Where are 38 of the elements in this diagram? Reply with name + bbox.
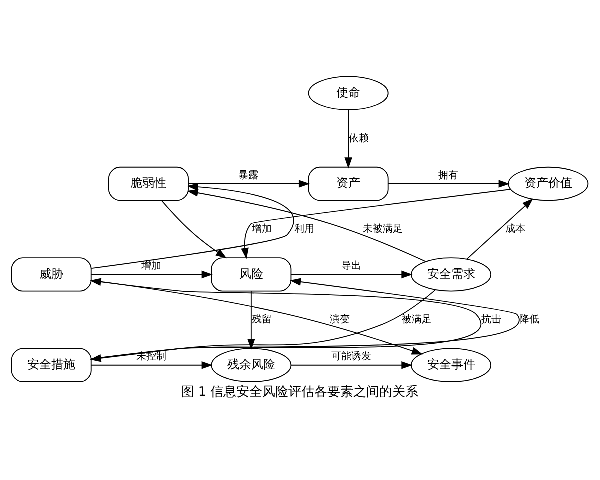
edge-label: 暴露	[238, 170, 259, 182]
node-box: 资产	[308, 166, 389, 202]
node-ellipse: 安全需求	[411, 258, 492, 292]
arrow	[188, 180, 310, 188]
arrow	[241, 189, 512, 260]
caption: 图 1 信息安全风险评估各要素之间的关系	[181, 385, 419, 400]
edge-label: 降低	[519, 314, 540, 326]
arrow	[91, 270, 213, 279]
arrow	[290, 270, 413, 279]
arrow	[91, 183, 294, 269]
edge-label: 增加	[252, 224, 272, 235]
edge-label: 增加	[142, 260, 162, 272]
node-ellipse: 资产价值	[508, 166, 589, 202]
edge-label: 抗击	[482, 314, 502, 326]
node-box: 风险	[211, 258, 292, 292]
edge-label: 被满足	[402, 314, 432, 326]
edge-label: 可能诱发	[331, 352, 372, 363]
edge-label: 导出	[341, 260, 362, 272]
arrow	[466, 198, 534, 260]
arrow	[91, 280, 424, 355]
edge-label: 依赖	[349, 133, 370, 144]
node-box: 安全措施	[11, 348, 92, 382]
edge-label: 拥有	[438, 170, 458, 182]
arrow	[344, 110, 352, 169]
arrow	[388, 180, 510, 188]
arrow	[290, 361, 413, 370]
node-box: 威胁	[11, 258, 92, 292]
edge-label: 未被满足	[362, 224, 403, 235]
arrow	[187, 189, 426, 262]
arrow	[162, 200, 227, 259]
edge-label: 成本	[506, 224, 526, 235]
node-ellipse: 使命	[308, 76, 389, 110]
node-ellipse: 残余风险	[211, 348, 292, 382]
node-box: 脆弱性	[108, 166, 189, 202]
edge-label: 演变	[330, 314, 350, 326]
arrow	[91, 361, 213, 370]
edge-label: 利用	[294, 224, 315, 235]
edge-label: 残留	[252, 314, 272, 326]
